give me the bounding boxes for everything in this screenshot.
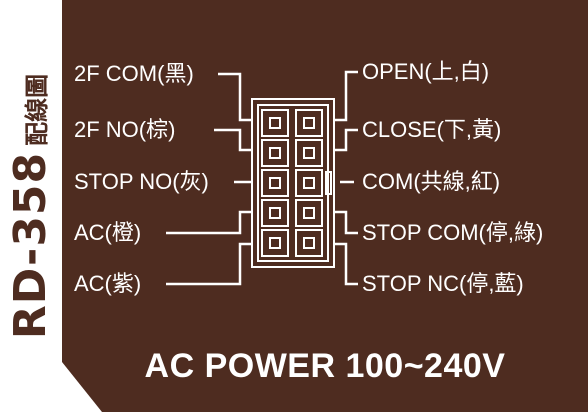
label-com: COM(共線,紅) — [362, 169, 501, 194]
pin-contact — [269, 207, 281, 219]
pin-contact — [303, 207, 315, 219]
pin — [261, 199, 289, 227]
pin-contact — [269, 177, 281, 189]
pin — [261, 109, 289, 137]
pin — [295, 109, 323, 137]
connector-inner — [257, 104, 329, 262]
wire-ac-1 — [166, 210, 252, 235]
power-rating: AC POWER 100~240V — [144, 347, 506, 385]
label-stop-no: STOP NO(灰) — [74, 169, 209, 194]
pin — [261, 229, 289, 257]
label-stop-com: STOP COM(停,綠) — [362, 220, 544, 245]
panel-background — [62, 0, 588, 412]
pin-contact — [303, 177, 315, 189]
connector-pins — [261, 109, 332, 257]
right-wires — [334, 70, 358, 286]
label-close: CLOSE(下,黃) — [362, 117, 502, 142]
model-number: RD-358 — [5, 151, 57, 339]
pin-contact — [269, 237, 281, 249]
side-title: RD-358 配線圖 — [0, 0, 62, 412]
wire-2f-com — [218, 72, 252, 122]
wire-ac-2 — [166, 242, 252, 286]
label-open: OPEN(上,白) — [362, 59, 490, 84]
left-wires — [166, 72, 252, 286]
wire-open — [334, 70, 358, 122]
label-ac-2: AC(紫) — [74, 271, 142, 296]
wire-2f-no — [214, 128, 252, 152]
pin-contact — [269, 117, 281, 129]
wire-stop-com — [334, 210, 358, 235]
connector-latch — [325, 171, 332, 195]
pin-contact — [303, 237, 315, 249]
label-2f-no: 2F NO(棕) — [74, 117, 176, 142]
label-ac-1: AC(橙) — [74, 220, 142, 245]
side-strip — [0, 0, 62, 412]
pin-contact — [269, 147, 281, 159]
pin-contact — [303, 147, 315, 159]
pin-contact — [303, 117, 315, 129]
pin — [295, 169, 323, 197]
diagram-label: 配線圖 — [23, 73, 52, 146]
wire-stop-nc — [334, 242, 358, 286]
label-stop-nc: STOP NC(停,藍) — [362, 271, 524, 296]
label-2f-com: 2F COM(黑) — [74, 61, 194, 86]
pin — [295, 229, 323, 257]
pin — [295, 199, 323, 227]
pin — [261, 139, 289, 167]
pin — [261, 169, 289, 197]
wire-close — [334, 128, 358, 152]
pin — [295, 139, 323, 167]
